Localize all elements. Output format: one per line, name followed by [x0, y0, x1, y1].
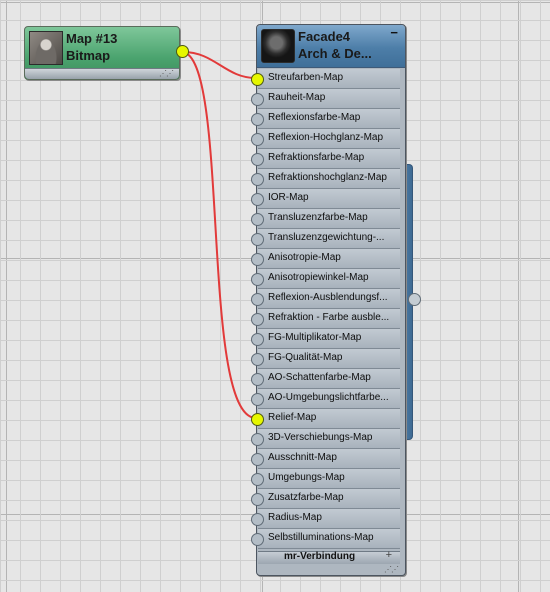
material-slot[interactable]: Selbstilluminations-Map	[251, 529, 400, 549]
material-slot[interactable]: Reflexion-Hochglanz-Map	[251, 129, 400, 149]
input-socket[interactable]	[251, 113, 264, 126]
input-socket[interactable]	[251, 293, 264, 306]
wire-to-streufarben[interactable]	[182, 51, 257, 79]
input-socket[interactable]	[251, 353, 264, 366]
material-slot-label: FG-Qualität-Map	[268, 352, 343, 363]
collapse-button[interactable]: −	[390, 25, 398, 40]
material-slot[interactable]: Zusatzfarbe-Map	[251, 489, 400, 509]
material-slot-label: Refraktion - Farbe ausble...	[268, 312, 390, 323]
input-socket[interactable]	[251, 73, 264, 86]
material-slot[interactable]: Refraktion - Farbe ausble...	[251, 309, 400, 329]
wire-to-relief[interactable]	[182, 51, 257, 419]
material-slot[interactable]: Ausschnitt-Map	[251, 449, 400, 469]
bitmap-node-type: Bitmap	[66, 48, 111, 63]
material-slot-label: Selbstilluminations-Map	[268, 532, 374, 543]
material-slot-label: Zusatzfarbe-Map	[268, 492, 344, 503]
material-slot[interactable]: FG-Multiplikator-Map	[251, 329, 400, 349]
expand-plus-icon[interactable]: +	[385, 549, 392, 561]
material-slot-label: Umgebungs-Map	[268, 472, 345, 483]
material-slot-label: IOR-Map	[268, 192, 309, 203]
material-slot-label: Refraktionshochglanz-Map	[268, 172, 387, 183]
material-slot-label: Anisotropie-Map	[268, 252, 341, 263]
material-slot[interactable]: 3D-Verschiebungs-Map	[251, 429, 400, 449]
resize-grip-icon[interactable]: ⋰⋰	[384, 565, 399, 574]
material-slot[interactable]: Radius-Map	[251, 509, 400, 529]
input-socket[interactable]	[251, 473, 264, 486]
material-slot[interactable]: Refraktionshochglanz-Map	[251, 169, 400, 189]
input-socket[interactable]	[251, 333, 264, 346]
material-slot-label: 3D-Verschiebungs-Map	[268, 432, 373, 443]
material-slot[interactable]: Anisotropiewinkel-Map	[251, 269, 400, 289]
material-slot-label: Reflexion-Ausblendungsf...	[268, 292, 388, 303]
material-slot[interactable]: Transluzenzgewichtung-...	[251, 229, 400, 249]
material-slot-label: Refraktionsfarbe-Map	[268, 152, 365, 163]
material-slot[interactable]: AO-Schattenfarbe-Map	[251, 369, 400, 389]
material-slot-label: Radius-Map	[268, 512, 322, 523]
material-slot-label: Relief-Map	[268, 412, 317, 423]
material-node-title: Facade4	[298, 29, 351, 44]
bitmap-thumbnail-icon	[29, 31, 63, 65]
input-socket[interactable]	[251, 373, 264, 386]
material-slot-label: Rauheit-Map	[268, 92, 326, 103]
input-socket[interactable]	[251, 493, 264, 506]
material-slot-label: Transluzenzgewichtung-...	[268, 232, 385, 243]
input-socket[interactable]	[251, 133, 264, 146]
input-socket[interactable]	[251, 513, 264, 526]
input-socket[interactable]	[251, 233, 264, 246]
bitmap-node-footer: ⋰⋰	[25, 68, 179, 79]
bitmap-node-title: Map #13	[66, 31, 118, 46]
input-socket[interactable]	[251, 213, 264, 226]
input-socket[interactable]	[251, 433, 264, 446]
input-socket[interactable]	[251, 533, 264, 546]
material-slot-label: Reflexion-Hochglanz-Map	[268, 132, 384, 143]
material-slot-label: AO-Schattenfarbe-Map	[268, 372, 371, 383]
input-socket[interactable]	[251, 313, 264, 326]
material-slot[interactable]: Streufarben-Map	[251, 69, 400, 89]
material-node-footer: ⋰⋰	[258, 565, 404, 574]
mr-connection-label: mr-Verbindung	[284, 551, 356, 562]
input-socket[interactable]	[251, 193, 264, 206]
material-sphere-thumbnail-icon	[261, 29, 295, 63]
material-slot[interactable]: Umgebungs-Map	[251, 469, 400, 489]
input-socket[interactable]	[251, 153, 264, 166]
material-slot[interactable]: Reflexionsfarbe-Map	[251, 109, 400, 129]
input-socket[interactable]	[251, 253, 264, 266]
material-node-header[interactable]: Facade4 Arch & De... −	[257, 25, 405, 68]
input-socket[interactable]	[251, 393, 264, 406]
material-slot-label: Transluzenzfarbe-Map	[268, 212, 368, 223]
material-slot[interactable]: Relief-Map	[251, 409, 400, 429]
material-slot[interactable]: AO-Umgebungslichtfarbe...	[251, 389, 400, 409]
bitmap-node[interactable]: Map #13 Bitmap ⋰⋰	[24, 26, 180, 80]
material-slot[interactable]: Reflexion-Ausblendungsf...	[251, 289, 400, 309]
input-socket[interactable]	[251, 173, 264, 186]
material-slot-label: FG-Multiplikator-Map	[268, 332, 362, 343]
input-socket[interactable]	[251, 453, 264, 466]
material-slot[interactable]: Anisotropie-Map	[251, 249, 400, 269]
bitmap-output-socket[interactable]	[176, 45, 189, 58]
material-slot-label: Ausschnitt-Map	[268, 452, 337, 463]
material-slot-label: Streufarben-Map	[268, 72, 344, 83]
input-socket[interactable]	[251, 273, 264, 286]
material-slot-label: Reflexionsfarbe-Map	[268, 112, 361, 123]
material-slot[interactable]: Refraktionsfarbe-Map	[251, 149, 400, 169]
material-slot[interactable]: Transluzenzfarbe-Map	[251, 209, 400, 229]
material-output-socket[interactable]	[408, 293, 421, 306]
input-socket[interactable]	[251, 93, 264, 106]
resize-grip-icon[interactable]: ⋰⋰	[159, 69, 174, 78]
mr-connection-rollout[interactable]: mr-Verbindung +	[258, 549, 400, 564]
material-slot-label: Anisotropiewinkel-Map	[268, 272, 369, 283]
input-socket[interactable]	[251, 413, 264, 426]
material-slot[interactable]: Rauheit-Map	[251, 89, 400, 109]
material-slot[interactable]: IOR-Map	[251, 189, 400, 209]
material-slot[interactable]: FG-Qualität-Map	[251, 349, 400, 369]
material-node-type: Arch & De...	[298, 46, 372, 61]
material-slot-label: AO-Umgebungslichtfarbe...	[268, 392, 389, 403]
